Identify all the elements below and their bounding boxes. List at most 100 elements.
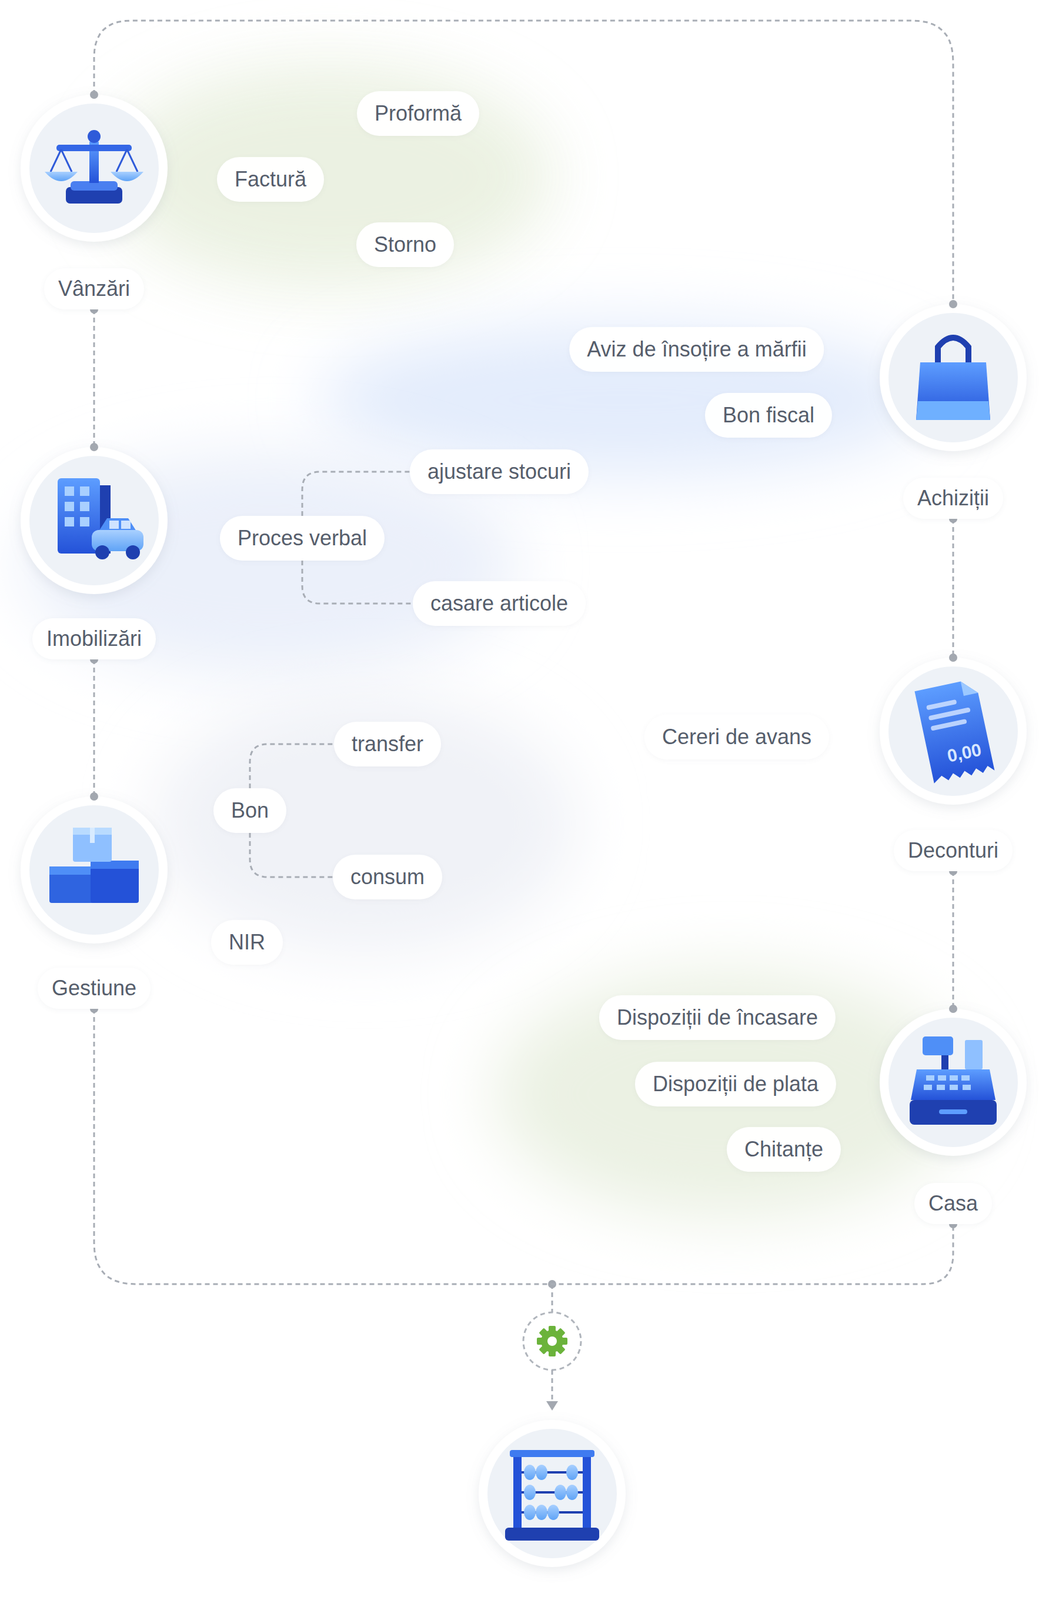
abacus-icon [554, 1484, 567, 1500]
soft-blobs [105, 64, 553, 289]
abacus-icon [513, 1450, 522, 1531]
dashed-connector [93, 309, 96, 447]
scale-icon [116, 149, 128, 172]
document-label: Chitanțe [744, 1136, 824, 1161]
cash-register-icon [962, 1084, 971, 1090]
document-pill: Dispoziții de încasare [599, 994, 836, 1040]
cash-register-icon [910, 1068, 996, 1100]
scale-icon [50, 149, 62, 172]
module-circles [879, 1008, 1027, 1156]
dashed-connector [952, 870, 955, 1009]
cash-register-icon [923, 1084, 932, 1090]
document-label: Storno [373, 232, 437, 257]
module-circles [888, 312, 1018, 443]
soft-blobs [317, 323, 930, 477]
building-car-icon [79, 516, 90, 527]
document-label: Factură [234, 166, 307, 192]
abacus-icon [509, 1449, 595, 1457]
merge-to-ledger [536, 1325, 568, 1356]
document-label: Bon [231, 797, 269, 823]
module-circles [879, 303, 1027, 451]
document-label: Dispoziții de plata [652, 1071, 819, 1096]
dashed-connector [94, 20, 954, 304]
document-pill: Bon fiscal [705, 392, 833, 438]
abacus-icon [582, 1450, 591, 1531]
scale-icon [127, 149, 138, 172]
receipt-icon [930, 718, 967, 731]
cash-register-icon [923, 1074, 971, 1090]
abacus-icon [523, 1464, 536, 1480]
document-pill: consum [332, 854, 443, 900]
document-pill: Proces verbal [219, 515, 385, 561]
module-label: Achiziții [903, 477, 1004, 519]
scale-icon [44, 171, 78, 182]
dashed-connector [302, 560, 413, 604]
abacus-icon [535, 1504, 548, 1520]
document-label: Dispoziții de încasare [616, 1004, 818, 1030]
merge-to-ledger [540, 1329, 564, 1352]
cash-register-icon [961, 1074, 970, 1081]
dashed-connector [93, 659, 96, 797]
module-node: Vânzări [11, 94, 177, 310]
merge-to-ledger [538, 1327, 566, 1354]
document-label: Proces verbal [237, 525, 367, 550]
boxes-icon [72, 827, 112, 862]
cash-register-icon [909, 1036, 997, 1125]
boxes-icon [90, 860, 139, 903]
module-label: Imobilizări [32, 617, 156, 660]
module-label: Vânzări [44, 268, 145, 310]
cash-register-icon [922, 1036, 954, 1055]
abacus-icon [566, 1464, 579, 1480]
document-pill: Storno [356, 222, 454, 267]
bag-icon [916, 337, 991, 420]
module-circles [478, 1419, 626, 1567]
cash-register-icon [964, 1039, 983, 1069]
soft-blobs [152, 693, 577, 953]
module-node: Imobilizări [11, 446, 177, 660]
abacus-icon [523, 1484, 536, 1500]
merge-to-ledger [551, 1369, 554, 1403]
document-label: ajustare stocuri [427, 459, 571, 484]
merge-to-ledger [523, 1311, 581, 1370]
module-circles [487, 1428, 617, 1558]
cash-register-icon [926, 1074, 935, 1081]
merge-to-ledger [547, 1335, 557, 1346]
document-label: casare articole [430, 590, 569, 616]
receipt-icon [960, 677, 979, 696]
module-circles [478, 1419, 626, 1567]
module-circles [20, 94, 1027, 1567]
document-pill: Chitanțe [726, 1126, 841, 1172]
document-pill: Dispoziții de plata [635, 1061, 837, 1107]
document-pill: casare articole [412, 580, 586, 626]
abacus-icon [566, 1484, 579, 1500]
abacus-icon [505, 1527, 600, 1540]
cash-register-icon [949, 1084, 958, 1090]
document-pill: NIR [211, 919, 283, 965]
scale-icon [110, 171, 144, 182]
module-circles [879, 657, 1027, 805]
cash-register-icon [939, 1108, 968, 1114]
document-label: transfer [351, 731, 424, 756]
building-car-icon [121, 520, 131, 529]
merge-to-ledger [546, 1400, 559, 1411]
module-circles [20, 446, 168, 594]
module-label: Gestiune [37, 967, 151, 1009]
module-circles [20, 94, 168, 242]
module-circles [879, 1008, 1027, 1156]
module-node: Casa [870, 1008, 1036, 1224]
dashed-connector [952, 518, 955, 658]
module-circles [879, 657, 1027, 805]
receipt-icon [926, 699, 958, 711]
abacus-icon [523, 1504, 536, 1520]
document-label: NIR [228, 929, 266, 954]
boxes-icon [49, 866, 95, 903]
document-pill: Bon [213, 787, 287, 833]
cash-register-icon [937, 1074, 947, 1081]
cash-register-icon [949, 1074, 958, 1081]
building-car-icon [79, 501, 90, 511]
module-circles [20, 796, 168, 944]
module-node: Achiziții [870, 303, 1036, 519]
